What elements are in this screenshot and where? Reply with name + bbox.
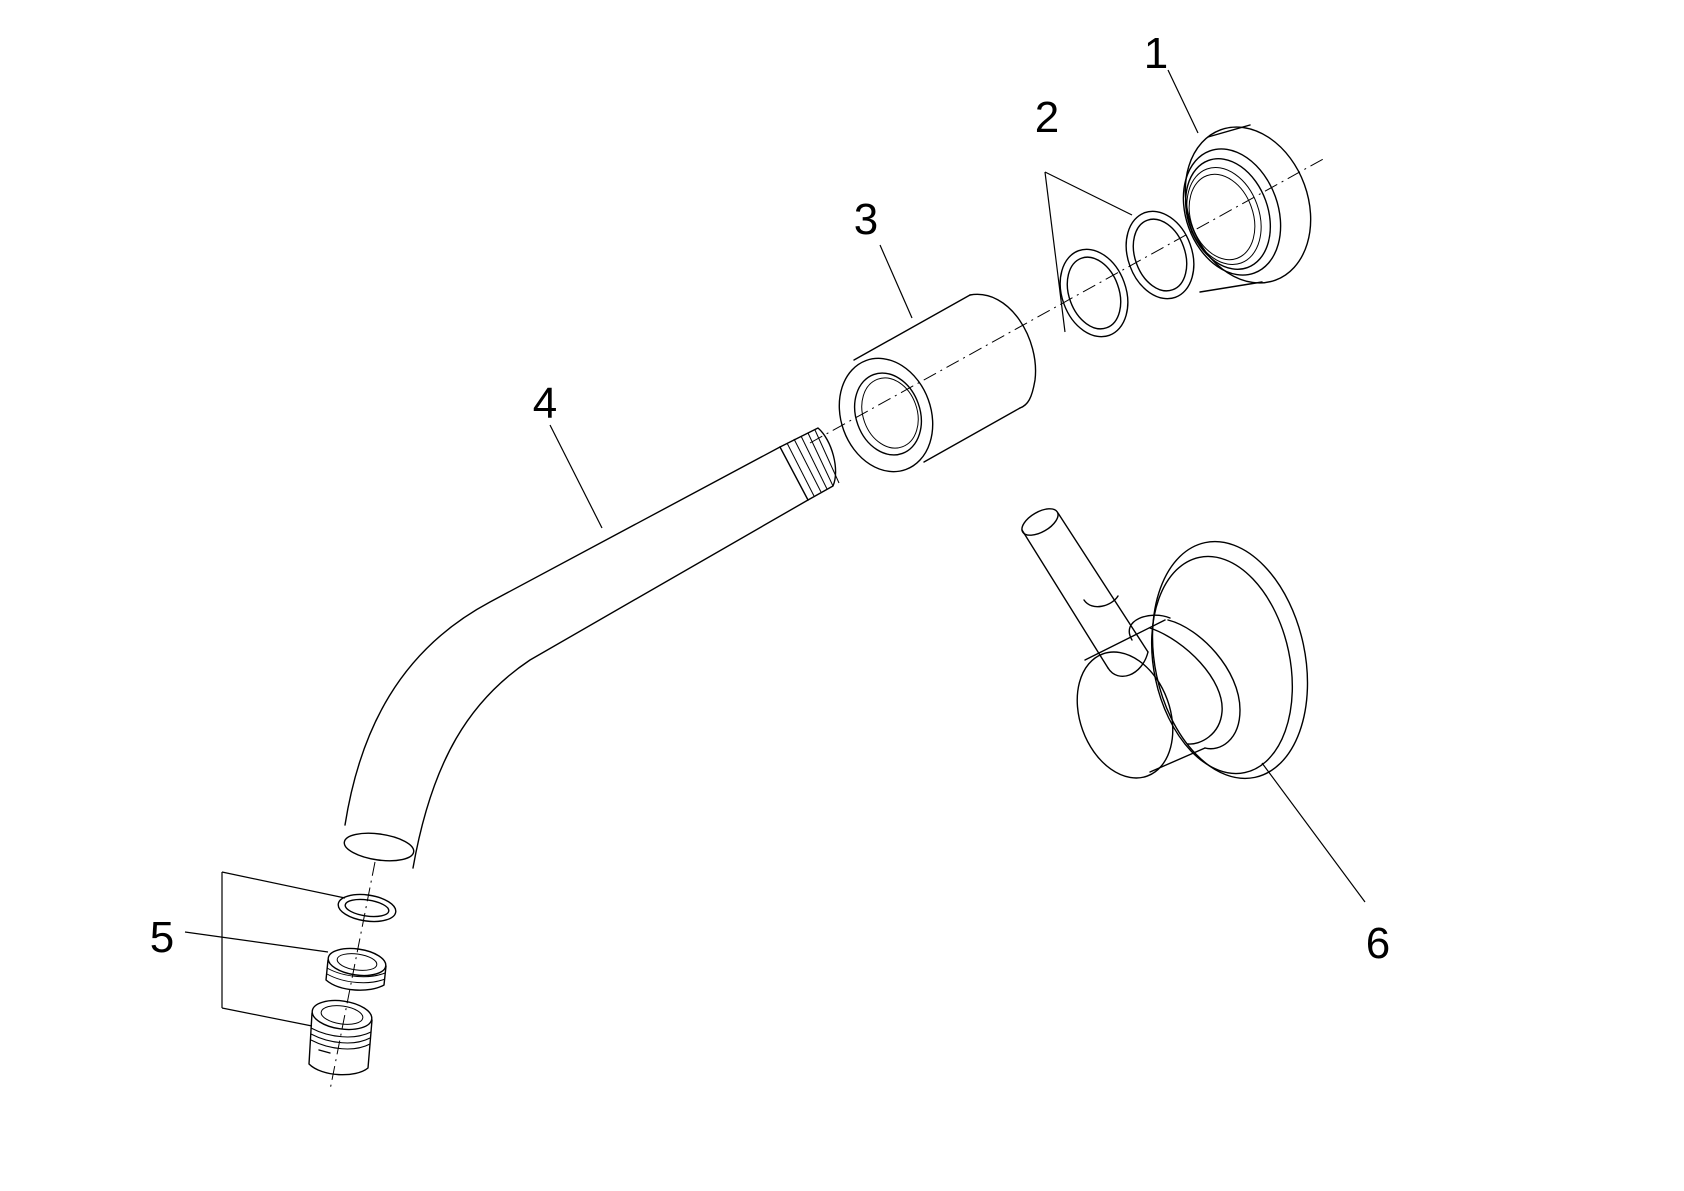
part-4-spout	[343, 427, 840, 869]
leader-3	[879, 244, 913, 319]
leader-6	[1261, 762, 1366, 903]
leader-lines	[184, 69, 1366, 1027]
part-3-sleeve	[838, 293, 1037, 473]
leader-5-ring	[221, 871, 346, 899]
part-label-6: 6	[1366, 919, 1390, 968]
leader-4	[549, 424, 603, 529]
part-label-4: 4	[533, 379, 557, 428]
part-label-3: 3	[854, 195, 878, 244]
part-label-5: 5	[150, 913, 174, 962]
leader-5-insert	[184, 931, 329, 953]
part-2-seal-rings	[1059, 210, 1195, 338]
leader-2b	[1044, 171, 1133, 216]
part-1-wall-flange	[1182, 124, 1312, 293]
leader-1	[1167, 69, 1199, 134]
leader-2a	[1044, 171, 1066, 333]
part-label-2: 2	[1035, 93, 1059, 142]
leader-5-aerator	[221, 1007, 313, 1027]
part-6-mixer-body	[1021, 508, 1309, 780]
part-label-1: 1	[1144, 29, 1168, 78]
center-axis-upper	[809, 157, 1326, 444]
part-5-aerator-set	[308, 893, 397, 1076]
